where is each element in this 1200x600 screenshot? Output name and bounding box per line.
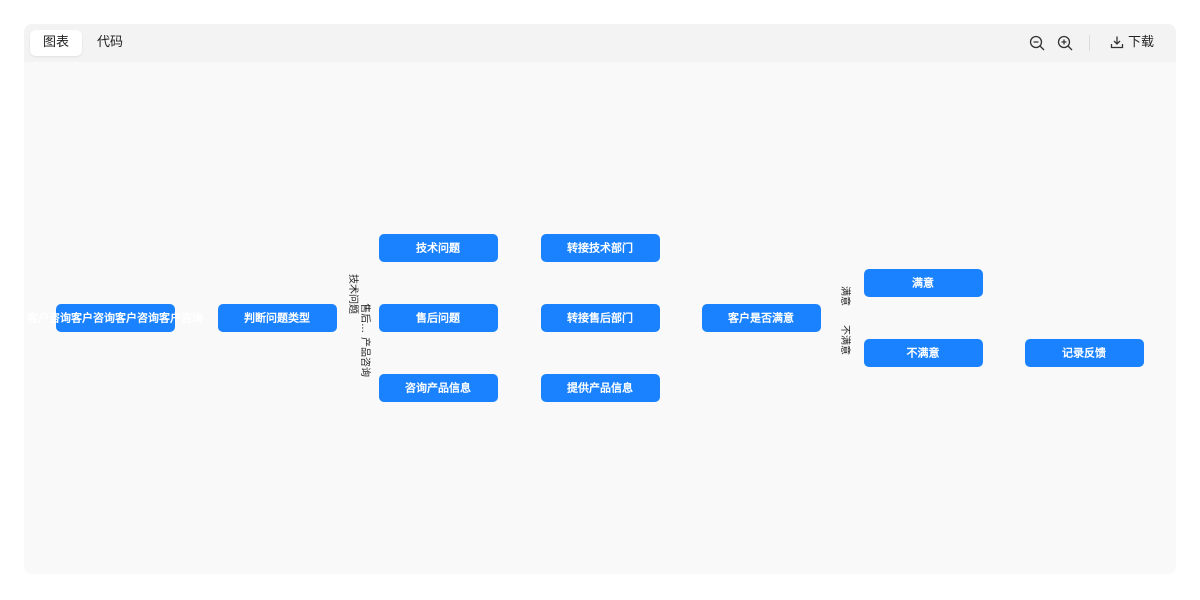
toolbar: 图表 代码 下载: [24, 24, 1176, 62]
node-start-label: 客户咨询客户咨询客户咨询客户咨询: [26, 311, 203, 325]
edge-label-satisfied: 满意: [839, 286, 852, 306]
edge-label-unsatisfied: 不满意: [839, 325, 852, 355]
tab-chart[interactable]: 图表: [30, 30, 82, 56]
node-satisfied-question-label: 客户是否满意: [727, 311, 794, 325]
download-button[interactable]: 下载: [1110, 33, 1154, 53]
flowchart: 客户咨询客户咨询客户咨询客户咨询 判断问题类型 技术问题 售后问题 咨询产品信息…: [26, 234, 1144, 402]
node-unsatisfied-label: 不满意: [907, 346, 940, 360]
edge-label-after: 售后...: [359, 303, 372, 333]
edge-label-product: 产品咨询: [359, 337, 372, 377]
toolbar-divider: [1089, 35, 1090, 51]
tab-code[interactable]: 代码: [96, 35, 123, 50]
diagram-panel: 图表 代码 下载 客户咨询客户咨询客户咨询客户咨询: [24, 24, 1176, 574]
node-provide-label: 提供产品信息: [567, 381, 633, 395]
node-to-tech[interactable]: 转接技术部门: [541, 234, 660, 262]
zoom-in-icon[interactable]: [1056, 34, 1074, 52]
download-icon: [1110, 36, 1124, 49]
node-after-label: 售后问题: [415, 311, 461, 325]
node-record-label: 记录反馈: [1062, 346, 1106, 360]
node-to-after-label: 转接售后部门: [567, 311, 633, 325]
node-product-label: 咨询产品信息: [405, 381, 471, 395]
zoom-out-icon[interactable]: [1028, 34, 1046, 52]
node-to-tech-label: 转接技术部门: [567, 241, 633, 255]
node-record[interactable]: 记录反馈: [1025, 339, 1144, 367]
node-satisfied-question[interactable]: 客户是否满意: [702, 304, 821, 332]
node-satisfied-label: 满意: [912, 276, 934, 290]
node-tech-label: 技术问题: [416, 241, 461, 255]
node-provide[interactable]: 提供产品信息: [541, 374, 660, 402]
node-tech[interactable]: 技术问题: [379, 234, 498, 262]
node-judge[interactable]: 判断问题类型: [218, 304, 337, 332]
node-to-after[interactable]: 转接售后部门: [541, 304, 660, 332]
node-judge-label: 判断问题类型: [244, 311, 310, 325]
edge-label-tech: 技术问题: [347, 274, 360, 314]
node-after[interactable]: 售后问题: [379, 304, 498, 332]
node-unsatisfied[interactable]: 不满意: [864, 339, 983, 367]
node-satisfied[interactable]: 满意: [864, 269, 983, 297]
node-start[interactable]: 客户咨询客户咨询客户咨询客户咨询: [26, 304, 203, 332]
download-label: 下载: [1128, 35, 1155, 50]
node-product[interactable]: 咨询产品信息: [379, 374, 498, 402]
